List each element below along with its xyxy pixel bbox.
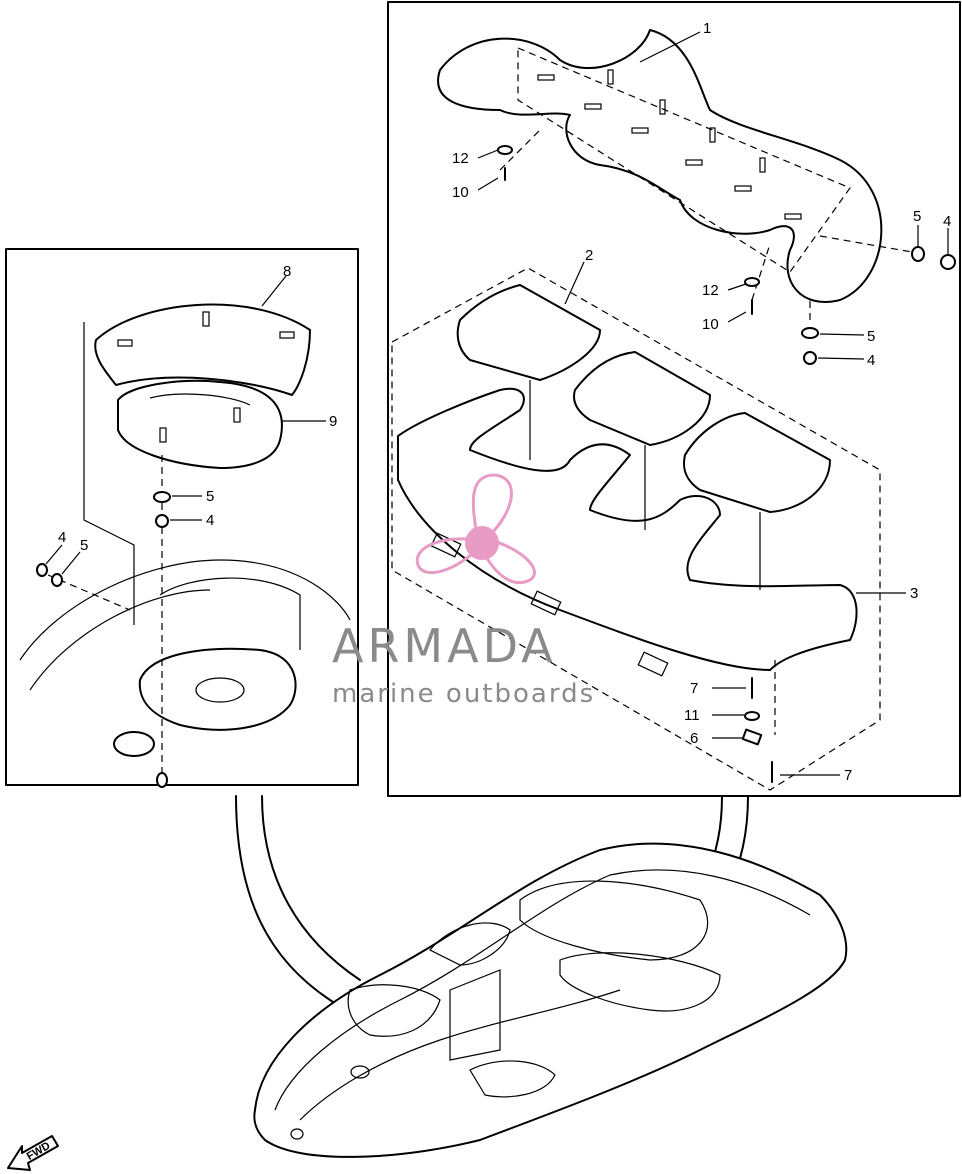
watermark: ARMADA marine outboards (332, 473, 595, 709)
left-console-base (19, 322, 351, 757)
fasteners (36, 145, 956, 788)
callout-5-left: 5 (80, 537, 88, 554)
watermark-name: ARMADA (332, 619, 557, 673)
callout-7-lower: 7 (844, 767, 852, 784)
fwd-label: FWD (25, 1140, 53, 1163)
callout-4-left-mid: 4 (206, 512, 214, 529)
callouts: 1 2 3 12 10 12 10 5 4 5 4 8 9 5 4 4 5 7 … (58, 20, 951, 784)
propeller-logo (415, 473, 536, 585)
callout-2: 2 (585, 247, 593, 264)
callout-12-mid: 12 (702, 282, 719, 299)
callout-5-right-mid: 5 (867, 328, 875, 345)
callout-10-top: 10 (452, 184, 469, 201)
right-detail-frame (387, 1, 961, 797)
callout-4-right-top: 4 (943, 213, 951, 230)
watermark-tagline: marine outboards (332, 679, 595, 709)
left-connector (235, 795, 346, 1011)
callout-1: 1 (703, 20, 711, 37)
callout-3: 3 (910, 585, 918, 602)
callout-10-mid: 10 (702, 316, 719, 333)
callout-5-right-top: 5 (913, 208, 921, 225)
callout-7-upper: 7 (690, 680, 698, 697)
callout-12-top: 12 (452, 150, 469, 167)
part-2-3-seat-base (391, 267, 881, 791)
part-9-cushion (117, 379, 283, 469)
callout-8: 8 (283, 263, 291, 280)
callout-4-right-mid: 4 (867, 352, 875, 369)
part-1-backrest (437, 29, 883, 303)
callout-9: 9 (329, 413, 337, 430)
callout-6: 6 (690, 730, 698, 747)
callout-5-left-mid: 5 (206, 488, 214, 505)
part-8-cushion (94, 303, 311, 396)
left-detail-frame (5, 248, 359, 786)
forward-direction-indicator: FWD (7, 1135, 59, 1171)
callout-4-left: 4 (58, 529, 66, 546)
callout-11: 11 (684, 707, 700, 724)
left-connector-inner (261, 795, 361, 981)
leader-lines (45, 31, 949, 776)
boat-hull (253, 842, 848, 1158)
